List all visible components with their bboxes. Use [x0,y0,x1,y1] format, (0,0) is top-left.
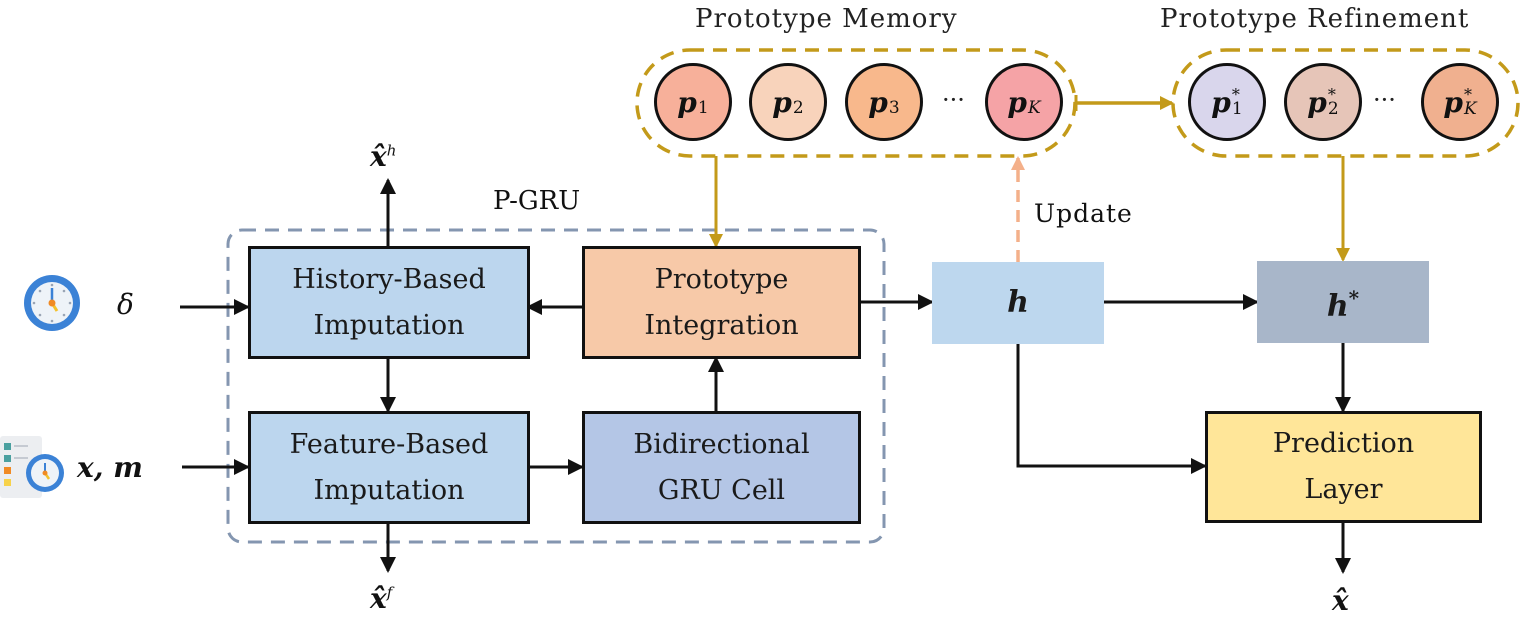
refined-prototype-1: p*1 [1188,63,1266,141]
prediction-block-line-1: Prediction [1272,428,1415,459]
memory-prototype-subscript: 2 [792,98,804,118]
memory-prototype-subscript: K [1027,98,1041,118]
refined-h-sup: * [1348,285,1360,310]
refined-prototype-symbol: p [1307,85,1327,119]
refined-hidden-state-label: h* [1327,275,1359,330]
memory-prototype-subscript: 1 [697,98,709,118]
feature-output-label: x̂f [370,582,392,615]
history-output-base: x̂ [370,140,387,173]
refined-prototype-superscript: * [1463,85,1472,104]
history-block-line-2: Imputation [313,309,465,341]
refinement-ellipsis: ··· [1373,86,1396,114]
hidden-state-h-label: h [1007,285,1029,320]
gru-block-line-1: Bidirectional [633,428,810,460]
history-based-imputation-block: History-Based Imputation [248,246,530,359]
feature-output-sup: f [386,583,393,602]
refined-prototype-subscript: K [1463,99,1477,119]
history-output-label: x̂h [370,140,396,173]
delta-input-label: δ [117,288,134,321]
prediction-layer-block: Prediction Layer [1205,411,1482,523]
bidirectional-gru-cell-block: Bidirectional GRU Cell [582,411,861,524]
hidden-state-h-block: h [932,262,1104,344]
memory-prototype-symbol: p [677,85,697,119]
refined-hidden-state-block: h* [1257,261,1429,343]
memory-prototype-symbol: p [1007,85,1027,119]
refined-prototype-subscript: 1 [1231,99,1243,119]
refined-prototype-3: p*K [1421,63,1499,141]
memory-ellipsis: ··· [942,86,965,114]
feature-based-imputation-block: Feature-Based Imputation [248,411,530,524]
refined-h-base: h [1326,288,1349,324]
feature-output-base: x̂ [370,582,387,615]
integration-block-line-1: Prototype [654,263,789,295]
refined-prototype-superscript: * [1231,85,1240,104]
refined-prototype-symbol: p [1443,85,1463,119]
prediction-output-label: x̂ [1332,584,1349,617]
feature-block-line-2: Imputation [313,474,465,506]
prototype-memory-title: Prototype Memory [695,4,958,34]
update-label: Update [1034,199,1133,228]
memory-prototype-subscript: 3 [888,98,900,118]
clock-icon [24,275,80,331]
integration-block-line-2: Integration [644,309,799,341]
refined-prototype-2: p*2 [1284,63,1362,141]
gru-block-line-2: GRU Cell [657,474,786,506]
xm-input-label: x, m [77,451,143,484]
refined-prototype-subscript: 2 [1327,99,1339,119]
checklist-clock-icon [0,436,64,498]
history-block-line-1: History-Based [292,263,486,295]
refined-prototype-symbol: p [1211,85,1231,119]
prototype-refinement-container [1171,48,1520,158]
refined-prototype-superscript: * [1327,85,1336,104]
prototype-refinement-title: Prototype Refinement [1160,4,1470,34]
memory-prototype-symbol: p [868,85,888,119]
h-to-prediction-arrow [1016,344,1207,474]
prediction-block-line-2: Layer [1304,474,1383,505]
pgru-container [226,228,886,544]
memory-prototype-symbol: p [772,85,792,119]
feature-block-line-1: Feature-Based [289,428,489,460]
prototype-integration-block: Prototype Integration [582,246,861,359]
history-output-sup: h [386,141,397,160]
pgru-title: P-GRU [493,186,581,216]
